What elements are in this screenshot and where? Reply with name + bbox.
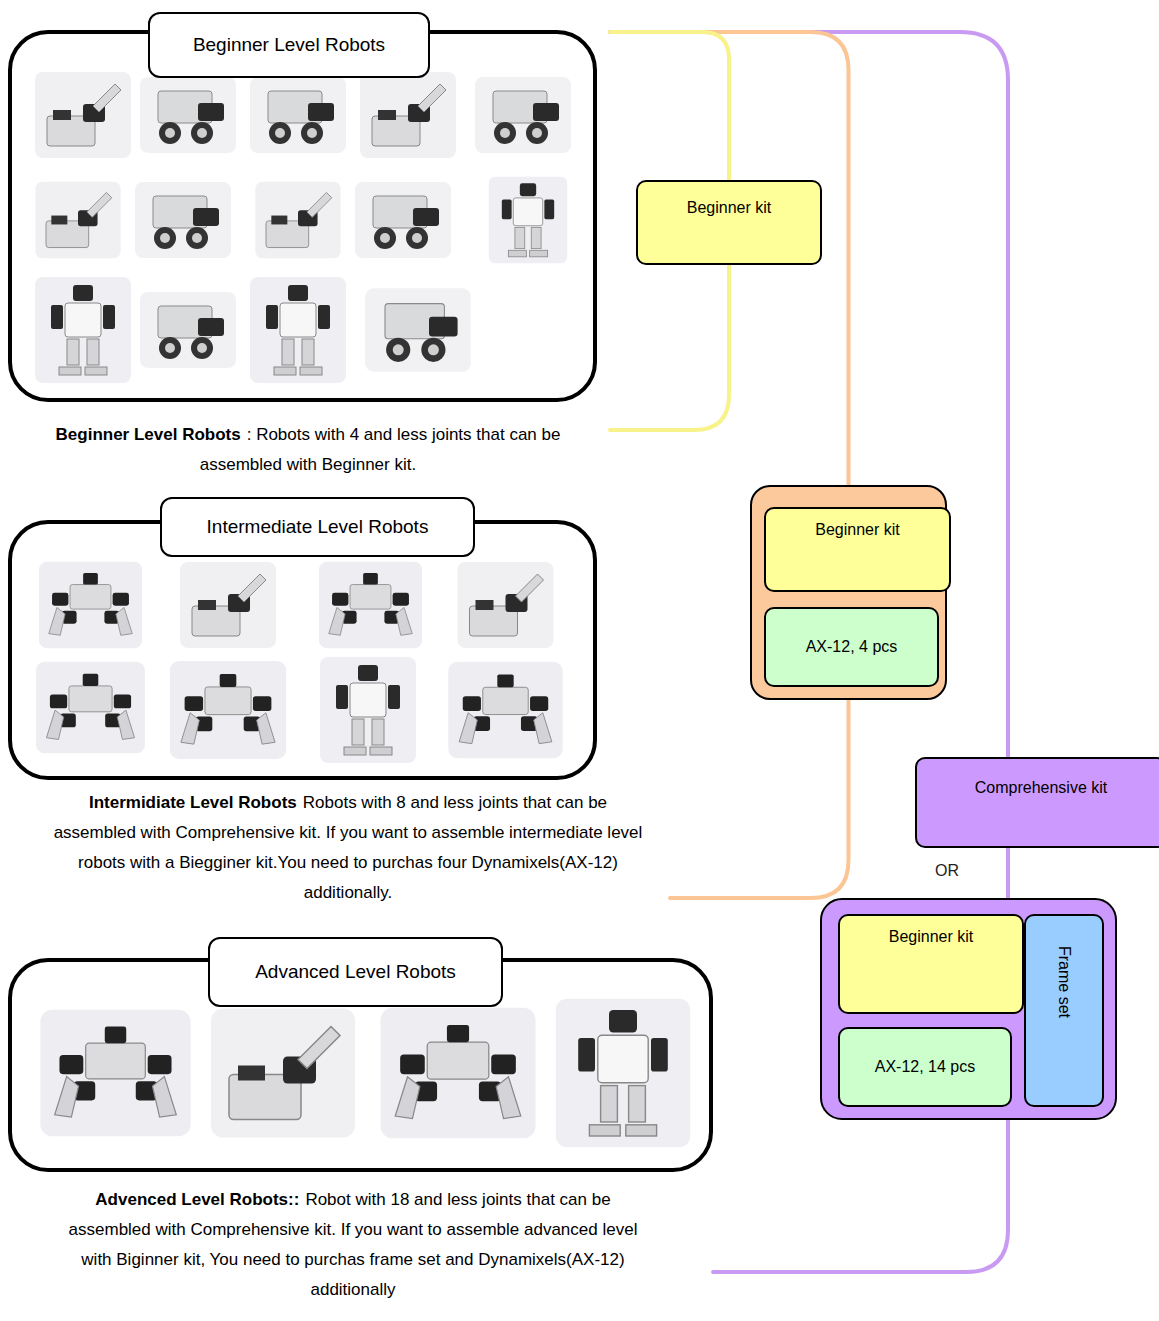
kit-box: Beginner kit bbox=[838, 914, 1024, 1014]
section-caption: Intermidiate Level RobotsRobots with 8 a… bbox=[48, 788, 648, 908]
kit-box: Beginner kit bbox=[764, 507, 951, 592]
kit-box: Comprehensive kit bbox=[915, 757, 1159, 848]
caption-body: : Robots with 4 and less joints that can… bbox=[200, 425, 561, 474]
kit-label: AX-12, 4 pcs bbox=[806, 638, 898, 656]
kit-label: Frame set bbox=[1055, 946, 1073, 1018]
kit-bundle: Beginner kitAX-12, 14 pcs Frame set bbox=[820, 898, 1117, 1120]
caption-lead: Intermidiate Level Robots bbox=[89, 793, 297, 812]
section-caption: Advenced Level Robots::Robot with 18 and… bbox=[53, 1185, 653, 1305]
level-section: Advenced Level Robots::Robot with 18 and… bbox=[8, 935, 713, 1310]
heading-text: Beginner Level Robots bbox=[193, 34, 385, 56]
kit-connector bbox=[713, 1120, 1008, 1272]
kit-connector bbox=[610, 32, 1008, 757]
kit-label: Beginner kit bbox=[638, 182, 820, 217]
section-frame bbox=[8, 520, 597, 780]
level-section: Intermidiate Level RobotsRobots with 8 a… bbox=[8, 490, 670, 920]
kit-connector bbox=[1006, 848, 1010, 898]
level-section: Beginner Level Robots: Robots with 4 and… bbox=[8, 10, 610, 480]
kit-connector bbox=[610, 265, 729, 430]
kit-label: Beginner kit bbox=[766, 509, 949, 539]
kit-box: Beginner kit bbox=[636, 180, 822, 265]
kit-bundle: Beginner kitAX-12, 4 pcs bbox=[750, 485, 947, 700]
kit-connector bbox=[670, 700, 849, 898]
level-heading: Beginner Level Robots bbox=[148, 12, 430, 78]
caption-lead: Advenced Level Robots:: bbox=[95, 1190, 299, 1209]
or-label: OR bbox=[935, 862, 959, 880]
servo-box: AX-12, 4 pcs bbox=[764, 607, 939, 687]
section-caption: Beginner Level Robots: Robots with 4 and… bbox=[28, 420, 588, 480]
level-heading: Intermediate Level Robots bbox=[160, 497, 475, 557]
level-heading: Advanced Level Robots bbox=[208, 937, 503, 1007]
kit-label: Beginner kit bbox=[840, 916, 1022, 946]
caption-lead: Beginner Level Robots bbox=[56, 425, 241, 444]
heading-text: Intermediate Level Robots bbox=[207, 516, 429, 538]
kit-connector bbox=[610, 32, 729, 180]
heading-text: Advanced Level Robots bbox=[255, 961, 456, 983]
frame-set-box: Frame set bbox=[1024, 914, 1104, 1107]
servo-box: AX-12, 14 pcs bbox=[838, 1027, 1012, 1107]
kit-connector bbox=[610, 32, 849, 485]
section-frame bbox=[8, 30, 597, 402]
kit-label: AX-12, 14 pcs bbox=[875, 1058, 976, 1076]
kit-label: Comprehensive kit bbox=[917, 759, 1159, 797]
